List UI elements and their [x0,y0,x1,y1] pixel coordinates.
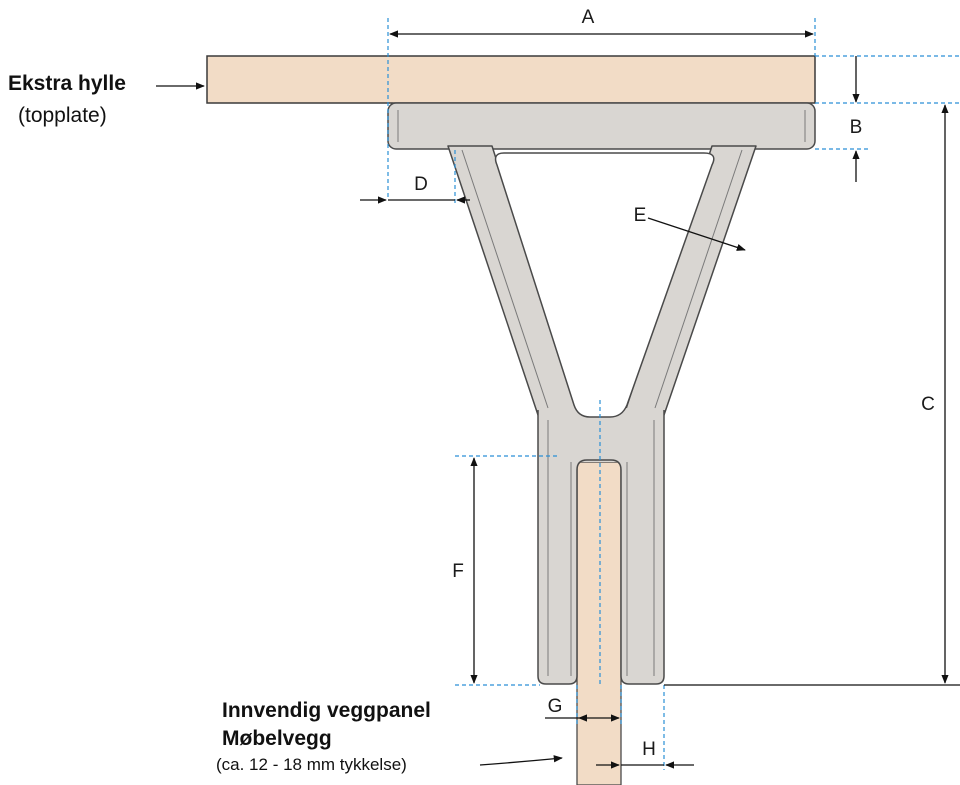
bracket-triangle-opening [494,152,715,418]
panel-callout-title: Innvendig veggpanel [222,699,431,722]
top-shelf [206,55,816,104]
panel-callout-subtitle: Møbelvegg [222,727,332,750]
dim-label-g: G [548,696,563,717]
dim-label-d: D [414,174,428,195]
dim-line-e [647,217,746,251]
dim-label-f: F [452,561,464,582]
bracket-bevel-lines [397,110,806,676]
dim-label-b: B [850,117,863,138]
panel-callout-arrow [479,755,563,766]
bracket-top-bar [387,102,816,150]
bracket-clamp [537,410,665,685]
guide-lines [387,18,960,770]
dim-label-a: A [582,7,595,28]
shelf-callout-title: Ekstra hylle [8,72,126,95]
shelf-callout-subtitle: (topplate) [18,104,107,127]
wall-panel [576,461,622,785]
dim-label-e: E [634,205,647,226]
bracket [387,102,816,685]
dim-label-c: C [921,394,935,415]
panel-callout-note: (ca. 12 - 18 mm tykkelse) [216,755,407,774]
dim-label-h: H [642,739,656,760]
dimension-lines [156,30,960,769]
